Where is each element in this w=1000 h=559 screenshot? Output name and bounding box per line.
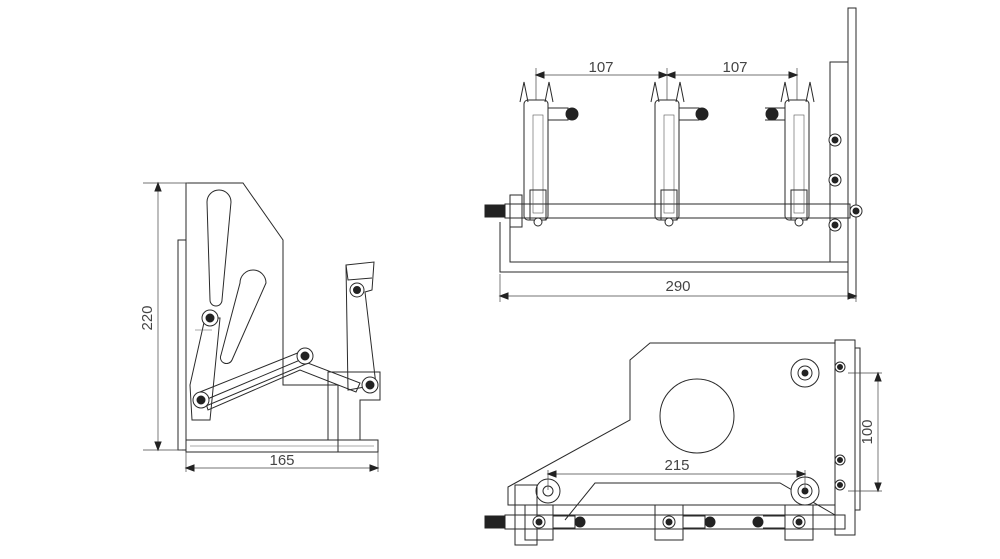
- side-view: 220 165: [139, 181, 381, 472]
- top-view: 107 107 290: [484, 7, 863, 302]
- bottom-spacing-dimension: 215: [664, 457, 689, 474]
- left-width-dimension: 165: [269, 452, 294, 469]
- top-spacing-dimension-b: 107: [722, 59, 747, 76]
- front-view: 215 100: [484, 339, 882, 546]
- insulator-2: [650, 81, 709, 227]
- top-width-dimension: 290: [665, 278, 690, 295]
- front-clamp-1: [524, 504, 586, 541]
- top-spacing-dimension-a: 107: [588, 59, 613, 76]
- front-clamp-3: [752, 504, 814, 541]
- front-clamp-2: [654, 504, 716, 541]
- left-height-dimension: 220: [139, 305, 156, 330]
- bottom-height-dimension: 100: [859, 419, 876, 444]
